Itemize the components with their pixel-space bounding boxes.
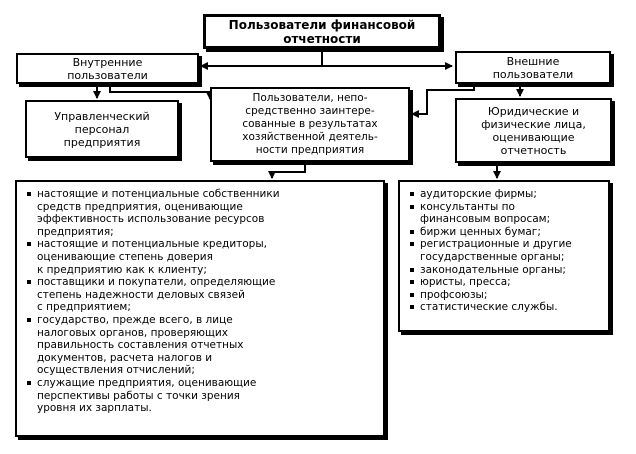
left-list-box: настоящие и потенциальные собственники с… [15, 180, 385, 437]
list-item: поставщики и покупатели, определяющие ст… [25, 276, 377, 314]
list-item: государство, прежде всего, в лице налого… [25, 314, 377, 377]
list-item: регистрационные и другие государственные… [408, 238, 602, 263]
list-item: консультанты по финансовым вопросам; [408, 201, 602, 226]
interested-users-box: Пользователи, непо- средственно заинтере… [210, 87, 410, 162]
list-item: аудиторские фирмы; [408, 188, 602, 201]
management-box: Управленческий персонал предприятия [25, 100, 179, 158]
internal-users-box: Внутренние пользователи [16, 53, 199, 84]
legal-entities-box: Юридические и физические лица, оценивающ… [455, 98, 612, 163]
list-item: профсоюзы; [408, 289, 602, 302]
list-item: настоящие и потенциальные собственники с… [25, 188, 377, 238]
right-list-box: аудиторские фирмы; консультанты по финан… [398, 180, 610, 332]
list-item: настоящие и потенциальные кредиторы, оце… [25, 238, 377, 276]
list-item: биржи ценных бумаг; [408, 226, 602, 239]
external-users-box: Внешние пользователи [455, 51, 611, 84]
arrow-external-to-interested [411, 83, 475, 118]
list-item: служащие предприятия, оценивающие перспе… [25, 377, 377, 415]
list-item: законодательные органы; [408, 264, 602, 277]
list-item: юристы, пресса; [408, 276, 602, 289]
right-list: аудиторские фирмы; консультанты по финан… [408, 188, 602, 314]
arrow-interested-to-list [268, 162, 306, 179]
left-list: настоящие и потенциальные собственники с… [25, 188, 377, 415]
arrow-internal-to-interested [109, 82, 214, 100]
page-title: Пользователи финансовой отчетности [203, 14, 441, 49]
list-item: статистические службы. [408, 301, 602, 314]
